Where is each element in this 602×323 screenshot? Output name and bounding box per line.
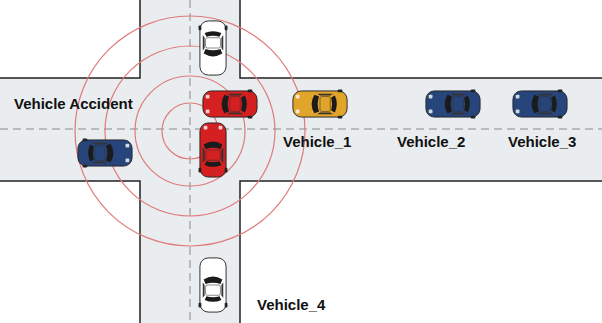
vehicle-label: Vehicle_1 xyxy=(283,134,351,149)
car-yellow xyxy=(293,90,347,119)
car-blue xyxy=(78,139,132,168)
car-crashed xyxy=(203,90,257,119)
alert-rings xyxy=(75,16,305,246)
vehicle-label: Vehicle_3 xyxy=(508,134,576,149)
cars xyxy=(78,21,567,312)
accident-label: Vehicle Accident xyxy=(14,96,133,111)
vehicle-label: Vehicle_4 xyxy=(257,297,325,312)
car-black-bottom xyxy=(199,258,228,312)
car-crashed xyxy=(199,123,228,177)
car-black-top xyxy=(199,21,228,75)
vehicle-label: Vehicle_2 xyxy=(397,134,465,149)
car-blue xyxy=(426,90,480,119)
car-blue xyxy=(513,90,567,119)
